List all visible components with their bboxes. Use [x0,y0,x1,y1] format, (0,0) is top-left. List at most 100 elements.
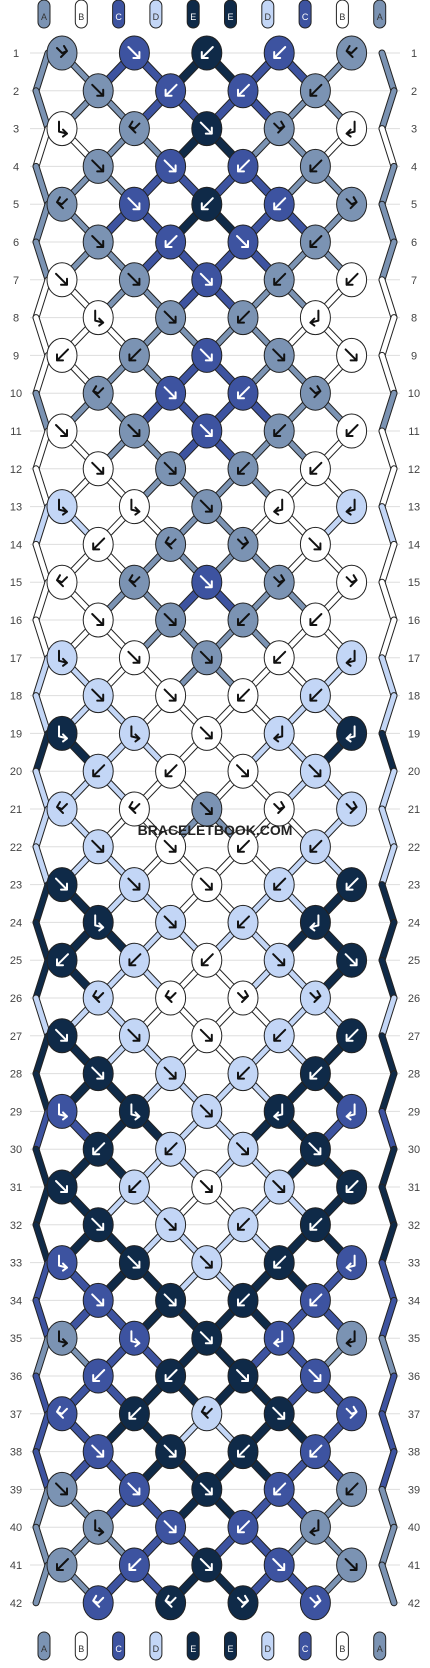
row-number-right: 31 [408,1182,420,1194]
knot [118,715,150,751]
knot-arrow-icon [309,688,323,702]
knot [227,300,259,336]
knot-arrow-icon [128,953,142,967]
knot [46,564,78,600]
knot-arrow-icon [199,272,213,286]
knot [155,451,187,487]
knot-arrow-icon [127,1482,141,1496]
edge-thread [33,390,51,434]
knot-arrow-icon [128,1558,142,1571]
knot-oval [46,489,78,525]
knot-arrow-icon [127,272,141,286]
row-number-left: 2 [13,86,19,98]
knot-arrow-icon [272,1558,286,1571]
knot-arrow-icon [92,537,106,551]
knot-arrow-icon [163,1444,177,1458]
row-number-right: 27 [408,1031,420,1043]
edge-thread [379,239,397,283]
knot [336,942,368,978]
knot-arrow-icon [127,1255,141,1269]
row-number-right: 29 [408,1106,420,1118]
knot [336,262,368,298]
string-letter: D [265,12,272,22]
knot-arrow-icon [345,649,356,667]
knot-oval [336,111,368,147]
edge-thread [33,201,51,245]
knot-arrow-icon [199,348,213,362]
knot [155,1131,187,1167]
knot-arrow-icon [128,1406,142,1420]
knot [336,35,368,71]
knot [336,489,368,525]
knot-arrow-icon [345,1482,359,1496]
knot-arrow-icon [237,310,250,324]
string-label-bottom: C [298,1631,312,1661]
row-number-right: 6 [411,237,417,249]
knot [227,829,259,865]
knot [155,904,187,940]
edge-thread [379,957,397,1001]
edge-thread [33,1562,51,1606]
knot [46,942,78,978]
knot [191,1547,223,1583]
edge-thread [33,844,51,888]
row-number-left: 41 [10,1560,22,1572]
row-number-right: 18 [408,691,420,703]
knot [118,942,150,978]
knot [336,1471,368,1507]
row-number-left: 40 [10,1522,22,1534]
knot-arrow-icon [308,537,322,551]
row-number-left: 11 [10,426,21,438]
knot-arrow-icon [200,1405,213,1419]
knot [263,1018,295,1054]
knot-arrow-icon [130,725,141,743]
string-label-top: B [74,0,88,29]
edge-thread [379,655,397,699]
row-number-left: 27 [10,1031,22,1043]
knot-arrow-icon [237,1594,249,1608]
edge-thread [379,1335,397,1379]
knot-arrow-icon [237,839,250,853]
string-letter: E [190,12,196,22]
knot-arrow-icon [237,1217,250,1231]
edge-thread [33,1108,51,1152]
knot [263,1245,295,1281]
row-number-right: 4 [411,161,417,173]
knot-arrow-icon [273,424,287,437]
knot-arrow-icon [345,196,358,210]
knot [118,1018,150,1054]
knot [336,111,368,147]
knot [82,300,114,336]
string-swatch [261,1631,275,1661]
knot-arrow-icon [92,1594,105,1608]
edge-thread [379,428,397,472]
row-number-left: 8 [13,313,19,325]
string-label-top: A [37,0,51,29]
knot [82,1207,114,1243]
knot [299,678,331,714]
string-label-top: D [261,0,275,29]
knot [82,1358,114,1394]
knot [263,1320,295,1356]
edge-thread [379,541,397,585]
edge-thread [379,919,397,963]
knot-oval [263,489,295,525]
knot [46,1320,78,1356]
row-number-right: 13 [408,502,420,514]
edge-thread [33,579,51,623]
knot [191,1471,223,1507]
knot [336,791,368,827]
knot [118,1245,150,1281]
knot-arrow-icon [345,1254,356,1272]
knot-oval [118,489,150,525]
knot [46,1093,78,1129]
knot-arrow-icon [345,120,356,138]
row-number-right: 8 [411,313,417,325]
string-letter: C [302,1644,309,1654]
knot-arrow-icon [199,877,213,891]
knot [299,904,331,940]
edge-thread [33,466,51,510]
knot [299,829,331,865]
string-swatch [149,0,163,29]
row-number-right: 20 [408,766,420,778]
